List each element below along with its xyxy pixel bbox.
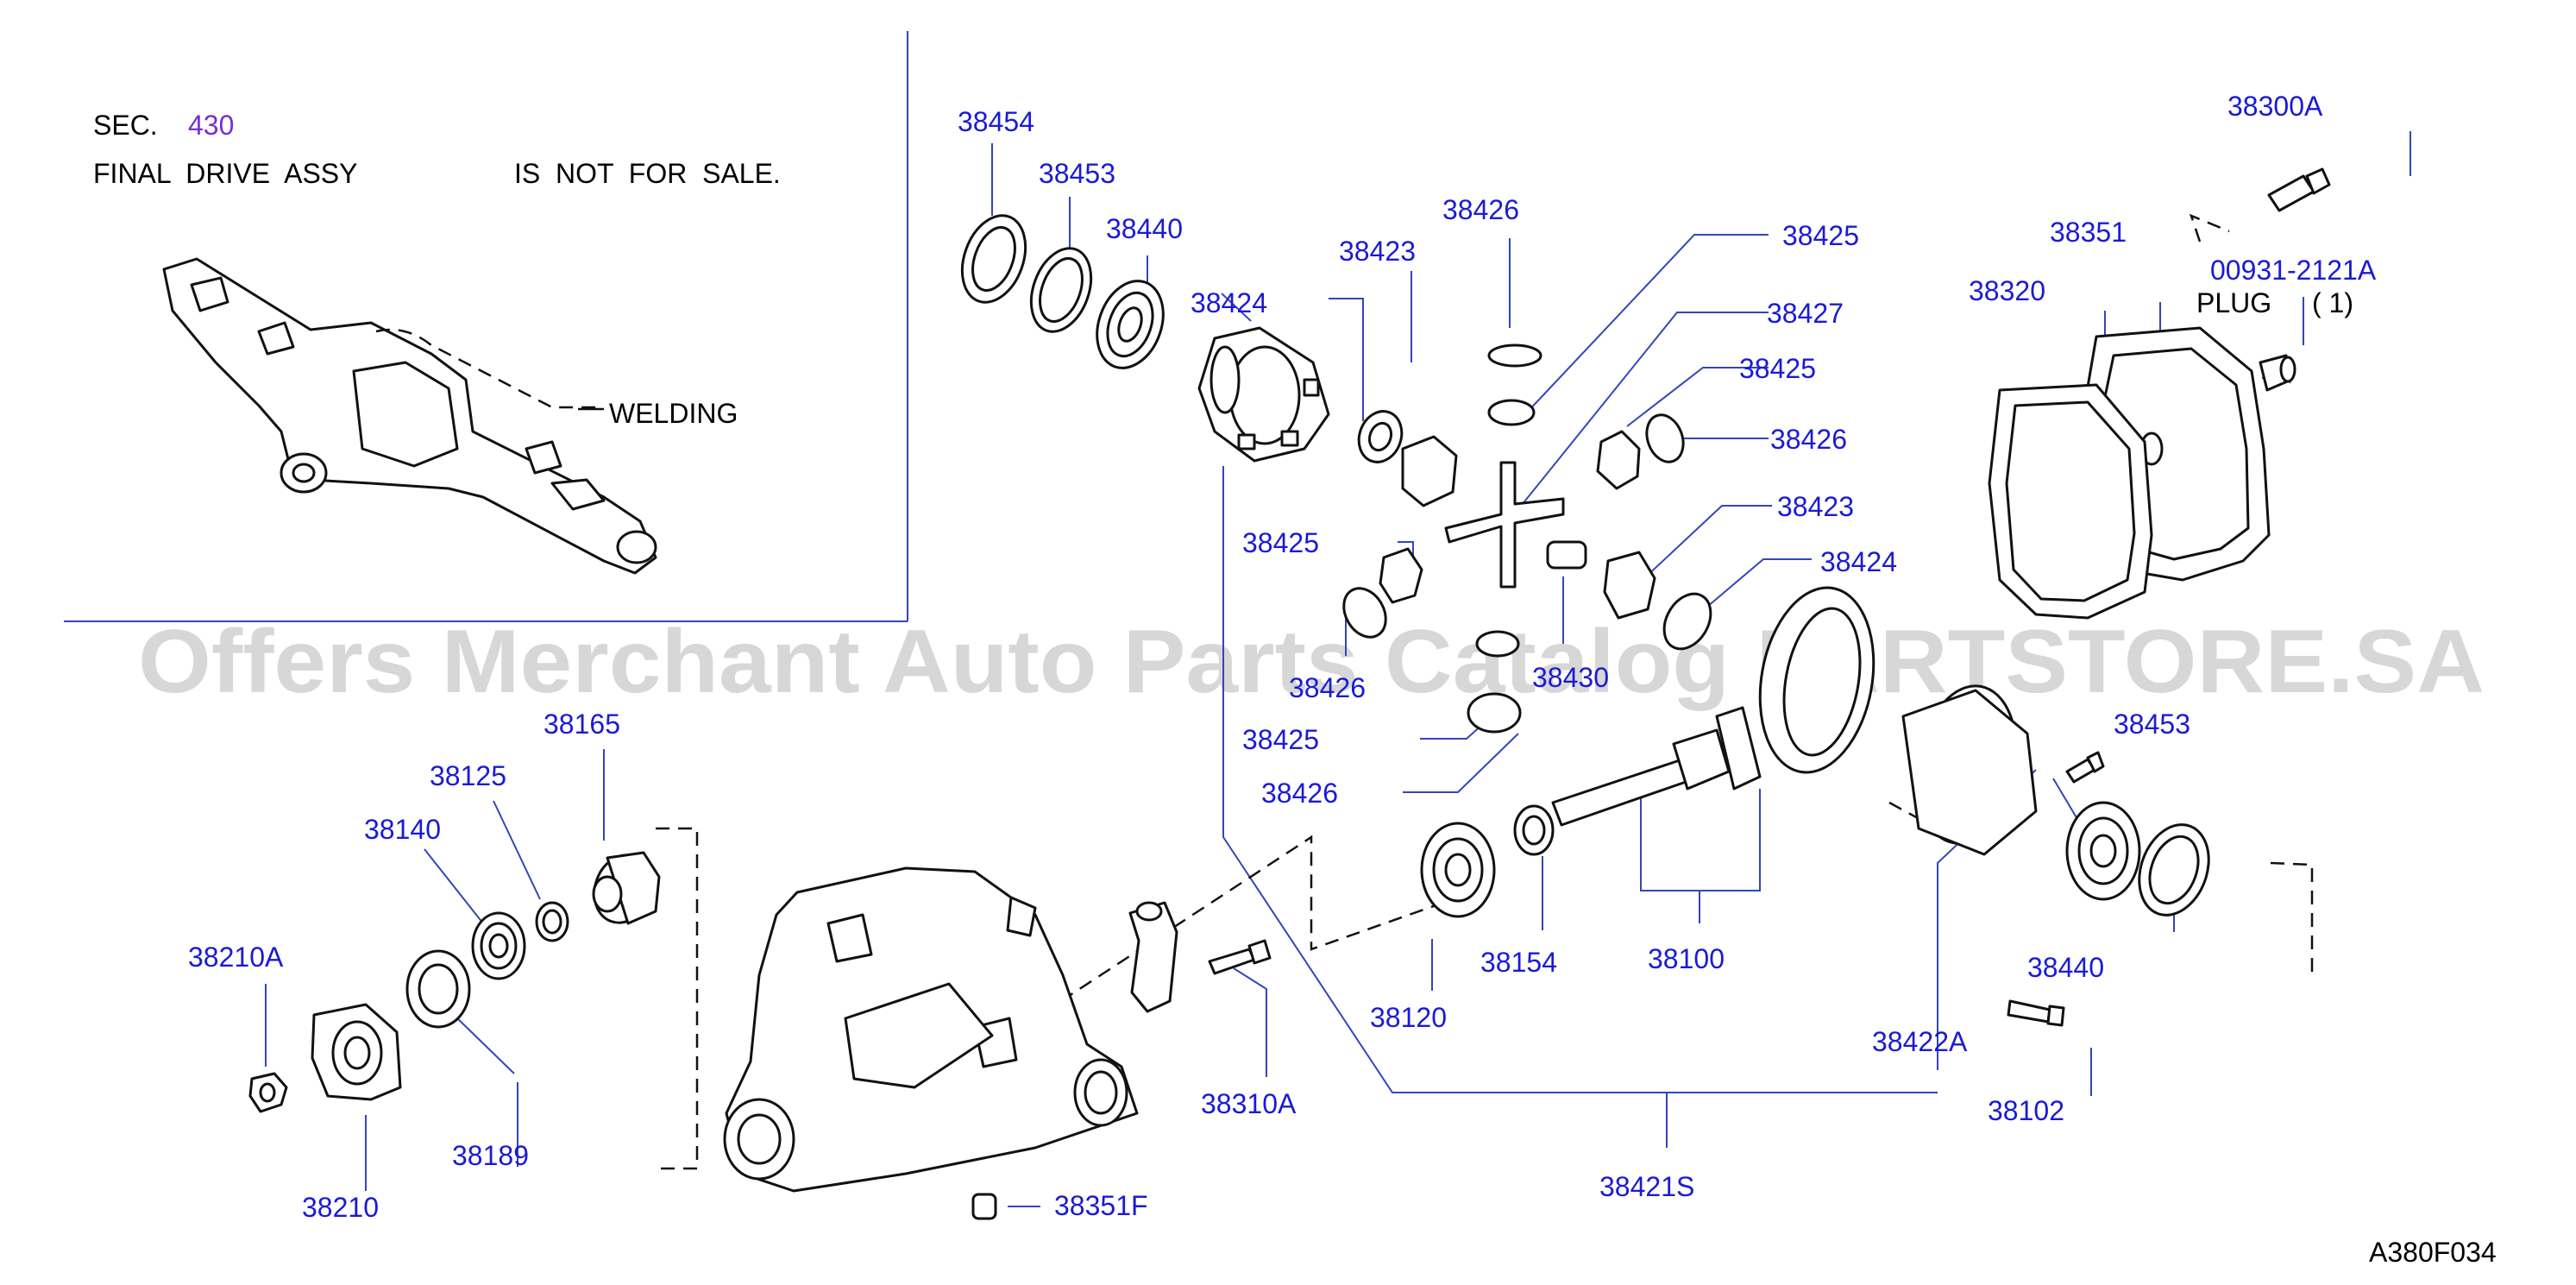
callout-38210[interactable]: 38210: [302, 1192, 379, 1223]
callout-38426-c[interactable]: 38426: [1289, 672, 1366, 703]
callout-38425-b[interactable]: 38425: [1739, 353, 1816, 384]
callout-38320[interactable]: 38320: [1969, 275, 2045, 306]
callout-38421S[interactable]: 38421S: [1599, 1171, 1694, 1202]
bolt-38102-drawing: [2007, 751, 2105, 1027]
callout-38165[interactable]: 38165: [543, 709, 620, 740]
nut-38210A-drawing: [248, 1072, 288, 1113]
callout-38351F[interactable]: 38351F: [1054, 1190, 1148, 1221]
callout-38425-c[interactable]: 38425: [1242, 724, 1319, 755]
callout-38154[interactable]: 38154: [1480, 947, 1557, 978]
bolt-38300A-drawing: [2267, 167, 2331, 212]
callout-38189[interactable]: 38189: [452, 1140, 529, 1171]
seal-38454-drawing: [960, 214, 1027, 304]
callout-38426-top[interactable]: 38426: [1442, 194, 1519, 225]
callout-38454[interactable]: 38454: [958, 106, 1034, 137]
callout-00931-2121A[interactable]: 00931-2121A: [2210, 255, 2377, 286]
callout-38425-a[interactable]: 38425: [1782, 220, 1859, 251]
seal-38453-lower-drawing: [2138, 823, 2210, 917]
callout-38422A[interactable]: 38422A: [1872, 1026, 1968, 1057]
plug-label: PLUG: [2196, 287, 2271, 318]
callout-38102[interactable]: 38102: [1988, 1095, 2064, 1126]
seal-38189-drawing: [405, 949, 471, 1029]
welding-label: WELDING: [609, 398, 738, 429]
bearing-38440-drawing: [1096, 280, 1165, 369]
flange-38210-drawing: [311, 1003, 402, 1101]
bolt-38310A-drawing: [1208, 939, 1272, 975]
callout-38140[interactable]: 38140: [364, 814, 441, 845]
callout-38426-b[interactable]: 38426: [1770, 424, 1847, 455]
differential-case-drawing: [1197, 326, 1330, 463]
gasket-38320-drawing: [1988, 383, 2153, 620]
callout-38210A[interactable]: 38210A: [188, 942, 284, 973]
callout-38425-left[interactable]: 38425: [1242, 527, 1319, 558]
callout-38120[interactable]: 38120: [1370, 1002, 1447, 1033]
watermark: Offers Merchant Auto Parts Catalog PARTS…: [138, 612, 2485, 712]
callout-38423-b[interactable]: 38423: [1777, 491, 1854, 522]
callout-38100[interactable]: 38100: [1648, 943, 1725, 974]
drive-pinion-38100-drawing: [1551, 706, 1762, 827]
figure-code: A380F034: [2369, 1237, 2497, 1268]
plug-00931-drawing: [2259, 354, 2296, 392]
inset-frame: [64, 31, 908, 622]
sec-label: SEC.: [93, 110, 158, 141]
callout-38430[interactable]: 38430: [1532, 662, 1609, 693]
axle-housing-drawing: [162, 257, 657, 575]
diff-case-38421S-drawing: [1901, 684, 2038, 856]
washer-38125-drawing: [535, 901, 569, 942]
callout-38125[interactable]: 38125: [430, 760, 506, 791]
spacer-38154-drawing: [1513, 804, 1555, 856]
callout-38424-b[interactable]: 38424: [1820, 546, 1897, 577]
final-drive-note: FINAL DRIVE ASSY: [93, 158, 357, 189]
bearing-38140-drawing: [471, 911, 526, 980]
callout-38423-top[interactable]: 38423: [1339, 236, 1416, 267]
callout-38440-top[interactable]: 38440: [1106, 213, 1183, 244]
plug-38351F-drawing: [971, 1193, 997, 1220]
callout-38440-lower[interactable]: 38440: [2027, 952, 2104, 983]
callout-38427[interactable]: 38427: [1767, 298, 1844, 329]
differential-gears-drawing: [1342, 343, 1712, 734]
gear-carrier-housing-drawing: [723, 866, 1139, 1193]
sec-number-link[interactable]: 430: [188, 110, 234, 141]
bearing-38440-lower-drawing: [2065, 801, 2141, 901]
callout-38453-lower[interactable]: 38453: [2114, 709, 2190, 740]
callout-38453-top[interactable]: 38453: [1039, 158, 1115, 189]
callout-38300A[interactable]: 38300A: [2227, 91, 2323, 122]
callout-38351[interactable]: 38351: [2050, 217, 2127, 248]
callout-38310A[interactable]: 38310A: [1201, 1088, 1297, 1119]
bearing-38120-drawing: [1420, 822, 1496, 918]
plug-quantity: ( 1): [2312, 287, 2353, 318]
bushing-38165-drawing: [592, 851, 661, 925]
seal-38453-drawing: [1029, 247, 1093, 333]
callout-38426-d[interactable]: 38426: [1261, 778, 1338, 809]
bearing-cap-drawing: [1128, 901, 1178, 1013]
ring-gear-38422A-drawing: [1758, 586, 1875, 774]
not-for-sale-note: IS NOT FOR SALE.: [514, 158, 781, 189]
callout-38424-top[interactable]: 38424: [1191, 287, 1267, 318]
